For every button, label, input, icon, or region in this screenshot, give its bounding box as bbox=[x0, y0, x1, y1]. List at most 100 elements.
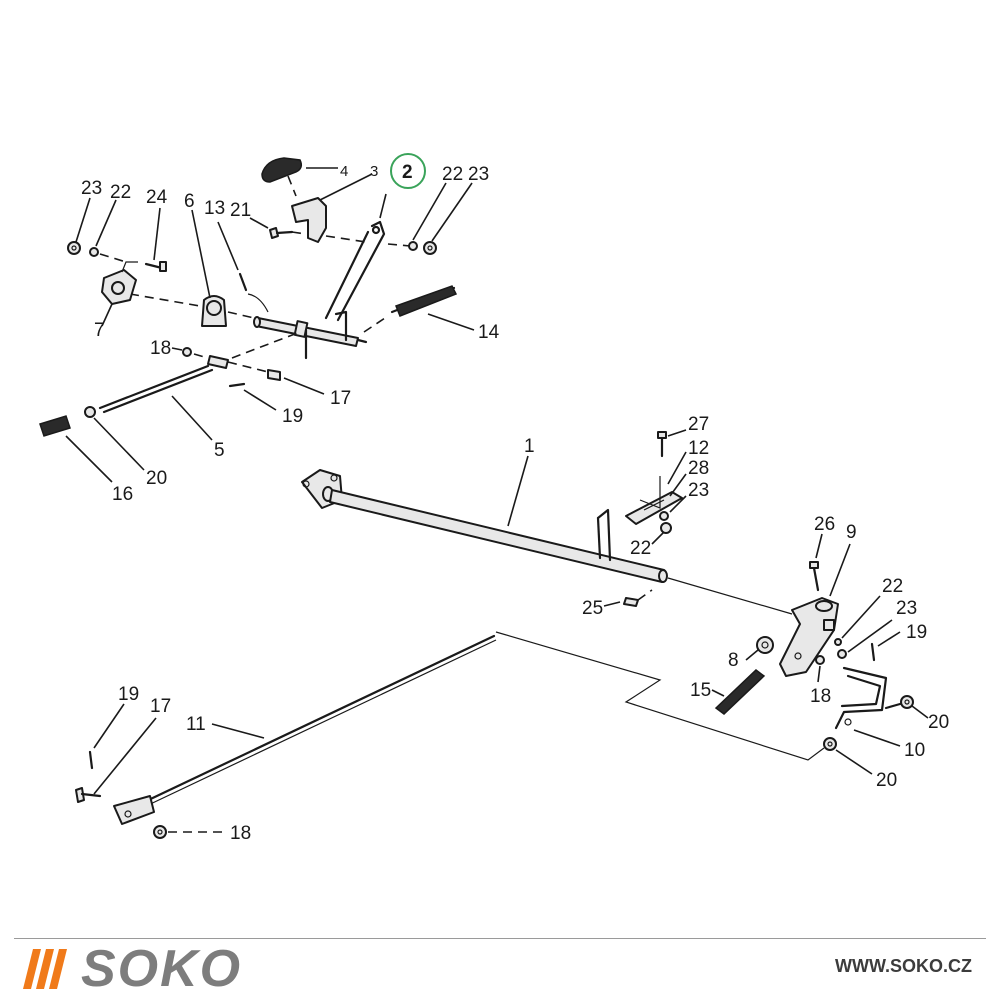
washer-22-arm bbox=[834, 638, 842, 646]
spring-14 bbox=[390, 285, 458, 317]
leader-23-top bbox=[431, 182, 473, 242]
pin-17-upper bbox=[267, 369, 281, 381]
label-5: 5 bbox=[214, 440, 225, 461]
washer-18-right bbox=[815, 655, 825, 665]
label-19: 19 bbox=[906, 622, 927, 643]
dash-bolt21 bbox=[291, 231, 307, 235]
label-23: 23 bbox=[81, 178, 102, 199]
label-23: 23 bbox=[688, 480, 709, 501]
leader-19-upper bbox=[243, 389, 277, 411]
brand-logo: SOKO bbox=[23, 940, 243, 998]
dash-rod-pin bbox=[227, 361, 269, 373]
nut-23-right bbox=[660, 522, 672, 534]
label-15: 15 bbox=[690, 680, 711, 701]
leader-2 bbox=[379, 193, 387, 219]
crank-10 bbox=[834, 666, 902, 730]
callout-labels: 23 22 24 6 13 21 4 3 2 22 23 7 14 18 17 … bbox=[81, 162, 949, 844]
label-25: 25 bbox=[582, 598, 603, 619]
label-20: 20 bbox=[928, 712, 949, 733]
dash-washer-plate bbox=[99, 253, 127, 263]
label-21: 21 bbox=[230, 200, 251, 221]
rod-5 bbox=[98, 355, 229, 414]
nut-23-left bbox=[67, 241, 81, 255]
label-22: 22 bbox=[110, 182, 131, 203]
pedal-arm bbox=[324, 220, 386, 322]
label-20: 20 bbox=[876, 770, 897, 791]
leader-15 bbox=[711, 689, 725, 697]
label-24: 24 bbox=[146, 187, 168, 208]
nut-20-left bbox=[84, 406, 96, 418]
dash-bracket-arm bbox=[325, 235, 367, 243]
brand-name: SOKO bbox=[81, 940, 243, 998]
leader-22-arm bbox=[841, 595, 881, 639]
pin13-curve bbox=[247, 293, 269, 313]
dash-plate-bearing bbox=[129, 293, 201, 307]
bolt-27 bbox=[657, 431, 667, 458]
pin-13 bbox=[238, 272, 248, 292]
leader-16 bbox=[65, 435, 113, 483]
label-9: 9 bbox=[846, 522, 857, 543]
leader-12 bbox=[667, 451, 687, 485]
nut-23-arm bbox=[837, 649, 847, 659]
leader-19-lower bbox=[93, 703, 125, 749]
arm-9 bbox=[779, 597, 839, 677]
label-17: 17 bbox=[150, 696, 171, 717]
dash-rod-shaft bbox=[231, 331, 301, 359]
clip-19-upper bbox=[228, 382, 246, 388]
leader-20-right-top bbox=[911, 705, 929, 719]
leader-20-left bbox=[93, 417, 145, 471]
label-27: 27 bbox=[688, 414, 709, 435]
label-12: 12 bbox=[688, 438, 709, 459]
label-1: 1 bbox=[524, 436, 535, 457]
leader-18-right bbox=[817, 665, 821, 683]
leader-10 bbox=[853, 729, 901, 747]
leader-22-top bbox=[412, 182, 447, 241]
dash-washer-rod bbox=[193, 353, 209, 359]
clip-19-lower bbox=[88, 750, 94, 770]
leader-3 bbox=[319, 173, 373, 201]
dash-arm-nut bbox=[387, 243, 411, 247]
nut-20-right-bottom bbox=[823, 737, 837, 751]
website-url[interactable]: WWW.SOKO.CZ bbox=[835, 956, 972, 976]
label-11: 11 bbox=[186, 714, 206, 735]
label-16: 16 bbox=[112, 484, 133, 505]
highlight-ring bbox=[390, 153, 426, 189]
leader-23-left bbox=[75, 197, 91, 243]
leader-22-right bbox=[651, 531, 665, 545]
label-18: 18 bbox=[230, 823, 251, 844]
washer-22-right bbox=[659, 511, 669, 521]
leader-26 bbox=[815, 533, 823, 559]
pedal-bracket bbox=[291, 197, 327, 243]
nut-20-right-top bbox=[900, 695, 914, 709]
label-19: 19 bbox=[118, 684, 139, 705]
washer-8 bbox=[756, 636, 774, 654]
leader-6 bbox=[191, 209, 211, 299]
label-4: 4 bbox=[340, 163, 348, 180]
linkage-outline bbox=[495, 631, 825, 761]
label-26: 26 bbox=[814, 514, 835, 535]
leader-21 bbox=[249, 217, 269, 229]
clevis-16 bbox=[39, 415, 71, 437]
label-2: 2 bbox=[402, 162, 413, 183]
leader-24 bbox=[153, 207, 161, 261]
washer-18-lower bbox=[153, 825, 167, 839]
rod-11 bbox=[113, 634, 497, 825]
label-14: 14 bbox=[478, 322, 500, 343]
dash-pad bbox=[287, 175, 297, 197]
label-20: 20 bbox=[146, 468, 167, 489]
pedal-shaft bbox=[253, 310, 368, 360]
leader-20-right-bottom bbox=[835, 749, 873, 775]
leader-18-upper bbox=[171, 347, 183, 351]
label-18: 18 bbox=[150, 338, 171, 359]
bearing-6 bbox=[201, 295, 227, 327]
label-28: 28 bbox=[688, 458, 709, 479]
key-25 bbox=[623, 597, 639, 607]
label-3: 3 bbox=[370, 163, 378, 180]
leader-23-right bbox=[669, 495, 687, 513]
nut-23-top bbox=[423, 241, 437, 255]
label-6: 6 bbox=[184, 191, 195, 212]
washer-22-left bbox=[89, 247, 99, 257]
leader-13 bbox=[217, 221, 239, 271]
leader-8 bbox=[745, 649, 759, 661]
